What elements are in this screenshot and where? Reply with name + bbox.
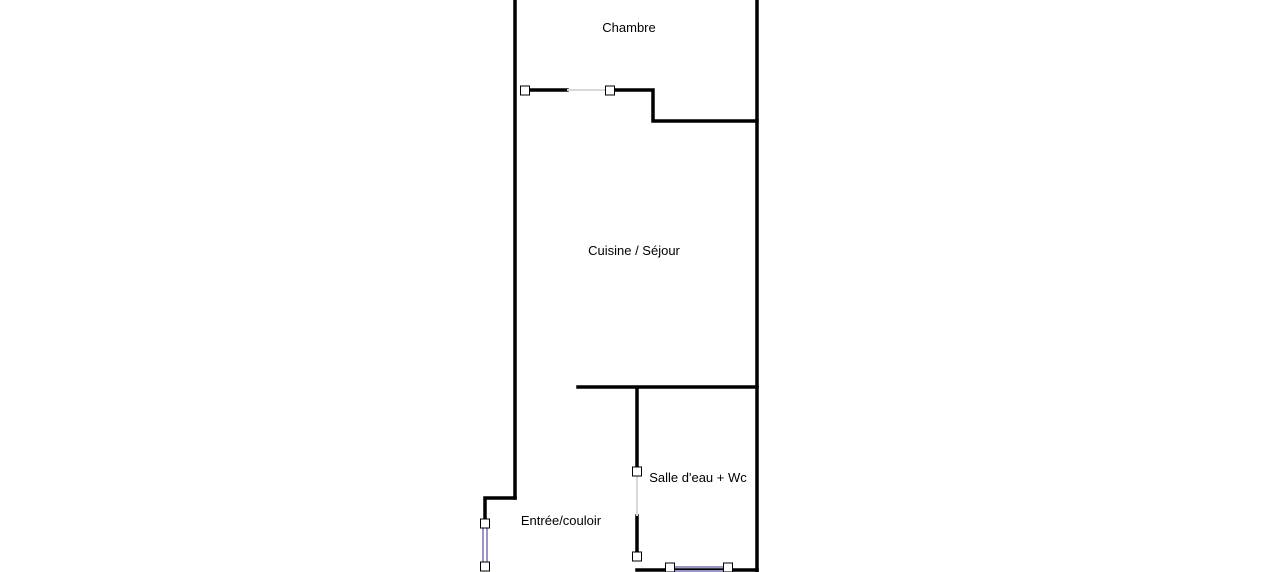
windows (482, 525, 725, 572)
handles[interactable] (480, 85, 733, 572)
openings (567, 89, 638, 516)
entry-window-handle-top[interactable] (480, 518, 490, 529)
chambre-door-handle-left[interactable] (520, 85, 530, 96)
room-label-salle-eau: Salle d'eau + Wc (649, 470, 747, 485)
bathroom-door-handle-bottom[interactable] (632, 551, 642, 562)
bathroom-door-handle-top[interactable] (632, 466, 642, 477)
room-labels: Chambre Cuisine / Séjour Salle d'eau + W… (521, 20, 747, 528)
bathroom-window-handle-right[interactable] (723, 562, 733, 572)
entry-window-handle-bottom[interactable] (480, 561, 490, 572)
room-label-chambre: Chambre (602, 20, 655, 35)
room-label-cuisine-sejour: Cuisine / Séjour (588, 243, 680, 258)
entry-jog-wall (483, 496, 517, 522)
bathroom-window-handle-left[interactable] (665, 562, 675, 572)
chambre-partition-wall (608, 88, 759, 123)
room-label-entree: Entrée/couloir (521, 513, 602, 528)
chambre-door-handle-right[interactable] (605, 85, 615, 96)
